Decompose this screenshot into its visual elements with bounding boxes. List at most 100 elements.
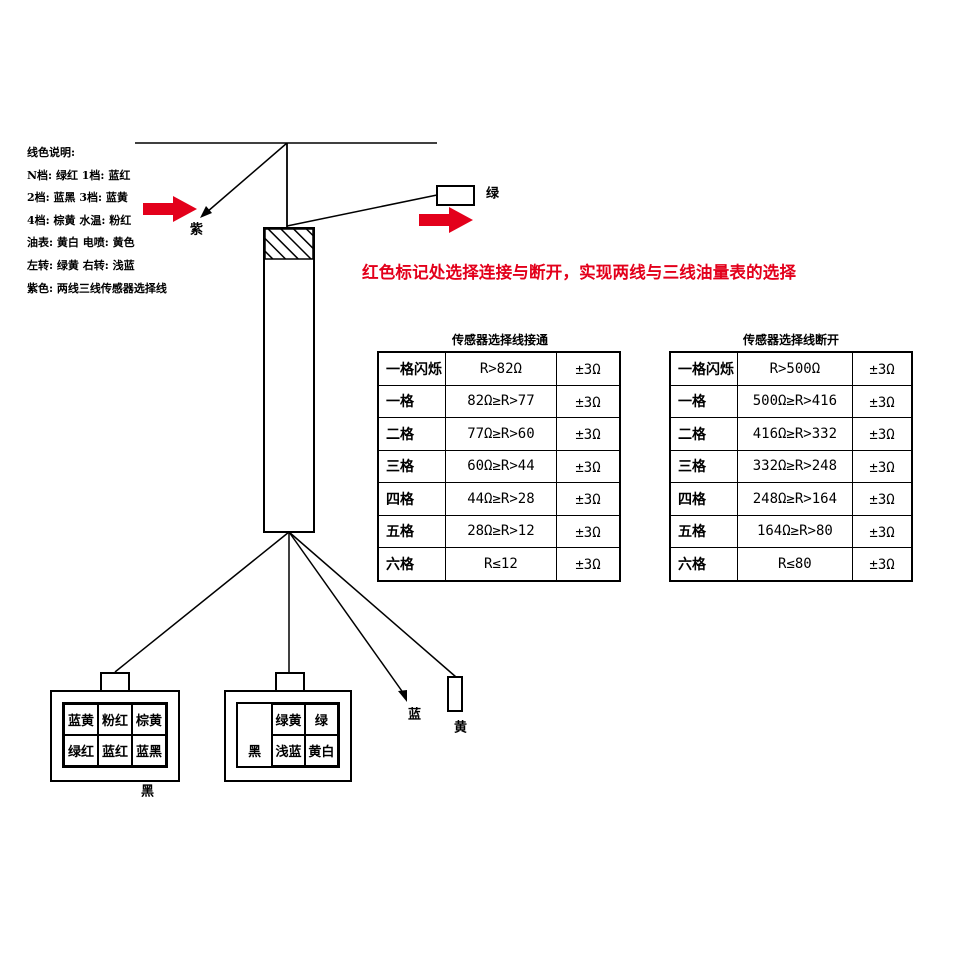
tolerance-cell: ±3Ω (556, 417, 621, 451)
level-cell: 六格 (377, 547, 446, 581)
blue-wire-arrowhead (398, 690, 407, 702)
left-connector: 蓝黄 粉红 棕黄 绿红 蓝红 蓝黑 (50, 690, 180, 782)
legend-line: 左转: 绿黄 右转: 浅蓝 (27, 258, 135, 272)
tolerance-cell: ±3Ω (852, 351, 913, 386)
range-cell: 248Ω≥R>164 (736, 482, 854, 516)
blue-wire-label: 蓝 (405, 707, 420, 720)
green-wire-label: 绿 (483, 186, 498, 199)
purple-wire-arrowhead (200, 206, 212, 218)
level-cell: 四格 (377, 482, 446, 516)
tolerance-cell: ±3Ω (556, 351, 621, 386)
table-connected-title: 传感器选择线接通 (452, 333, 549, 347)
pin-cell: 黄白 (304, 735, 338, 766)
tolerance-cell: ±3Ω (556, 547, 621, 581)
range-cell: R≤80 (736, 547, 854, 581)
range-cell: 500Ω≥R>416 (736, 384, 854, 418)
legend-line: N档: 绿红 1档: 蓝红 (27, 168, 131, 182)
legend-line: 油表: 黄白 电喷: 黄色 (27, 236, 135, 250)
range-cell: 82Ω≥R>77 (444, 384, 558, 418)
level-cell: 四格 (669, 482, 738, 516)
range-cell: 164Ω≥R>80 (736, 514, 854, 548)
middle-connector: 绿黄 绿 黑 浅蓝 黄白 (224, 690, 352, 782)
tolerance-cell: ±3Ω (852, 384, 913, 418)
tolerance-cell: ±3Ω (556, 482, 621, 516)
pin-cell: 浅蓝 (271, 735, 305, 766)
level-cell: 五格 (377, 514, 446, 548)
sensor-body (263, 227, 315, 533)
tolerance-cell: ±3Ω (556, 384, 621, 418)
yellow-wire-label: 黄 (451, 720, 466, 733)
level-cell: 三格 (377, 449, 446, 483)
level-cell: 一格 (669, 384, 738, 418)
blue-wire (288, 531, 405, 695)
range-cell: 44Ω≥R>28 (444, 482, 558, 516)
level-cell: 一格闪烁 (377, 351, 446, 386)
tolerance-cell: ±3Ω (852, 449, 913, 483)
table-disconnected-title: 传感器选择线断开 (743, 333, 840, 347)
level-cell: 二格 (669, 417, 738, 451)
tolerance-cell: ±3Ω (556, 449, 621, 483)
tolerance-cell: ±3Ω (852, 514, 913, 548)
range-cell: R>500Ω (736, 351, 854, 386)
level-cell: 一格 (377, 384, 446, 418)
black-wire-label: 黑 (138, 784, 153, 797)
pin-cell: 绿 (304, 704, 338, 735)
yellow-wire (288, 531, 457, 678)
legend-line: 紫色: 两线三线传感器选择线 (27, 281, 167, 295)
red-marker-arrow-right (419, 207, 473, 233)
wire-to-left-connector (114, 531, 290, 673)
pin-cell: 绿黄 (271, 704, 305, 735)
legend-line: 4档: 棕黄 水温: 粉红 (27, 213, 132, 227)
green-wire (286, 194, 438, 227)
red-instruction-headline: 红色标记处选择连接与断开，实现两线与三线油量表的选择 (362, 263, 797, 282)
tolerance-cell: ±3Ω (852, 417, 913, 451)
purple-wire (206, 142, 288, 213)
level-cell: 三格 (669, 449, 738, 483)
pin-cell: 蓝红 (98, 735, 132, 766)
range-cell: R>82Ω (444, 351, 558, 386)
legend-title: 线色说明: (27, 146, 76, 159)
tolerance-cell: ±3Ω (556, 514, 621, 548)
red-marker-arrow-left (143, 196, 197, 222)
pin-cell: 粉红 (98, 704, 132, 735)
pin-cell-empty (238, 704, 271, 735)
pin-cell: 绿红 (64, 735, 98, 766)
tolerance-cell: ±3Ω (852, 482, 913, 516)
range-cell: 77Ω≥R>60 (444, 417, 558, 451)
middle-connector-pins: 绿黄 绿 黑 浅蓝 黄白 (236, 702, 340, 768)
purple-wire-label: 紫 (187, 222, 202, 235)
pin-cell: 黑 (248, 745, 262, 760)
range-cell: R≤12 (444, 547, 558, 581)
left-connector-pins: 蓝黄 粉红 棕黄 绿红 蓝红 蓝黑 (62, 702, 168, 768)
range-cell: 28Ω≥R>12 (444, 514, 558, 548)
level-cell: 一格闪烁 (669, 351, 738, 386)
tolerance-cell: ±3Ω (852, 547, 913, 581)
yellow-terminal (447, 676, 463, 712)
level-cell: 五格 (669, 514, 738, 548)
sensor-hatched-cap (264, 228, 314, 260)
pin-cell: 蓝黑 (132, 735, 166, 766)
pin-cell: 蓝黄 (64, 704, 98, 735)
level-cell: 二格 (377, 417, 446, 451)
pin-cell: 棕黄 (132, 704, 166, 735)
level-cell: 六格 (669, 547, 738, 581)
